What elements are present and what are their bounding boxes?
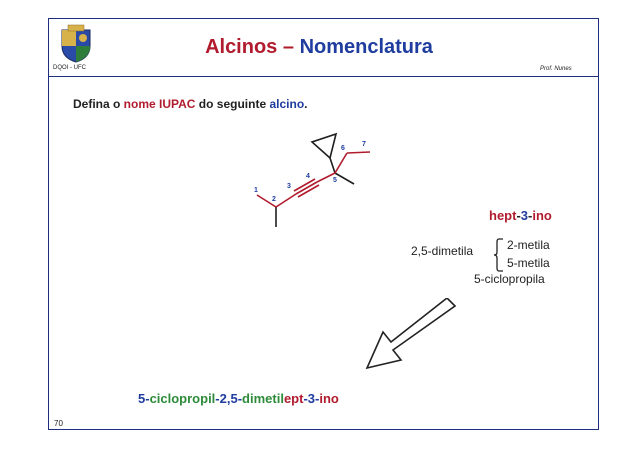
header-divider	[48, 76, 599, 77]
triple-bond-b	[293, 178, 316, 192]
chain-hyphen-2: -	[528, 208, 533, 223]
down-left-arrow-icon	[365, 298, 457, 370]
chain-locant: 3	[520, 208, 529, 223]
question-text: Defina o nome IUPAC do seguinte alcino.	[73, 97, 308, 111]
bond-5-6	[334, 152, 348, 174]
locant-1: 1	[254, 187, 258, 194]
locant-3: 3	[287, 183, 291, 190]
bond-4-5	[316, 172, 336, 183]
bond-cyclopropyl	[329, 157, 336, 174]
final-part-locant-5: 5-	[138, 391, 150, 406]
bond-2-3	[275, 193, 297, 208]
locant-4: 4	[306, 173, 310, 180]
final-part-ciclopropil: ciclopropil	[149, 391, 216, 406]
locant-6: 6	[341, 145, 345, 152]
question-middle: do seguinte	[195, 97, 270, 111]
brace-icon	[493, 238, 503, 272]
university-crest-logo	[61, 24, 91, 63]
locant-2: 2	[272, 196, 276, 203]
author-label: Prof. Nunes	[540, 66, 572, 72]
question-suffix: .	[304, 97, 308, 111]
question-highlight-iupac: nome IUPAC	[123, 97, 196, 111]
triple-bond-a	[295, 181, 318, 195]
final-part-ept: ept	[283, 391, 304, 406]
main-chain-name: hept-3-ino	[489, 208, 552, 223]
final-part-locants-2-5: -2,5-	[215, 391, 243, 406]
question-highlight-alcino: alcino	[269, 97, 305, 111]
title-part-nomenclatura: Nomenclatura	[299, 36, 433, 58]
chain-root: hept	[489, 208, 517, 223]
chain-suffix: ino	[532, 208, 552, 223]
page-title: Alcinos – Nomenclatura	[0, 36, 638, 59]
logo-caption: DQOI - UFC	[53, 65, 86, 71]
title-part-alcinos: Alcinos	[205, 36, 278, 58]
substituent-5-metila: 5-metila	[507, 256, 550, 270]
triple-bond-c	[297, 184, 320, 198]
molecule-structure: 1 2 3 4 5 6 7	[254, 132, 371, 227]
question-prefix: Defina o	[73, 97, 124, 111]
locant-5: 5	[333, 177, 337, 184]
locant-7: 7	[362, 141, 366, 148]
substituent-2-metila: 2-metila	[507, 238, 550, 252]
title-separator: –	[277, 36, 300, 58]
bond-6-7	[346, 151, 371, 154]
bond-5-methyl	[334, 172, 355, 185]
final-part-locant-3: -3-	[303, 391, 320, 406]
cyclopropyl-ring	[310, 132, 338, 160]
final-part-ino: ino	[319, 391, 339, 406]
final-iupac-name: 5-ciclopropil-2,5-dimetilept-3-ino	[138, 391, 339, 406]
page-number: 70	[54, 419, 63, 428]
substituent-ciclopropila: 5-ciclopropila	[474, 272, 545, 286]
slide-frame	[48, 18, 599, 430]
chain-hyphen-1: -	[516, 208, 521, 223]
bond-1-2	[256, 194, 277, 208]
substituent-group-label: 2,5-dimetila	[411, 244, 474, 258]
final-part-dimetil: dimetil	[242, 391, 284, 406]
